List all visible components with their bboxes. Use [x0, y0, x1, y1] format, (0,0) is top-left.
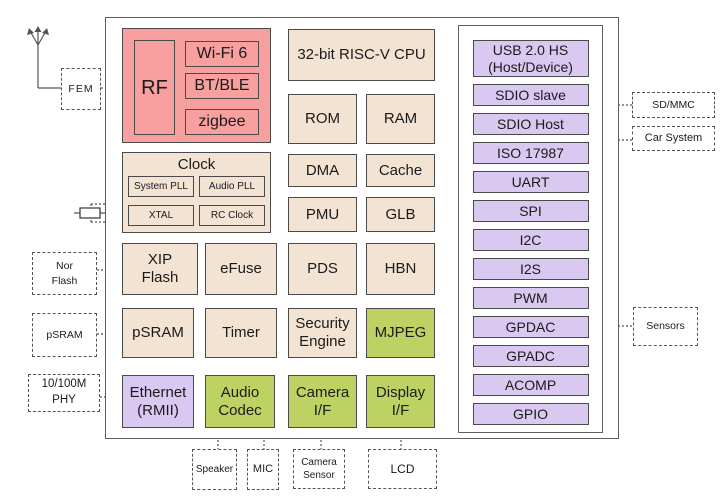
peripheral-i2s-block: I2S — [472, 258, 589, 280]
cache-block: Cache — [366, 154, 435, 187]
glb-block: GLB — [366, 197, 435, 232]
crystal-icon — [74, 203, 128, 223]
car-system-box: Car System — [632, 126, 715, 151]
xtal-block: XTAL — [128, 205, 194, 226]
sensors-box: Sensors — [633, 307, 698, 346]
peripheral-spi-block: SPI — [472, 200, 589, 222]
hbn-block: HBN — [366, 243, 435, 295]
peripheral-uart-block: UART — [472, 171, 589, 193]
fem-box: FEM — [61, 68, 101, 110]
peripheral-i2c-block: I2C — [472, 229, 589, 251]
efuse-block: eFuse — [205, 243, 277, 295]
dma-block: DMA — [288, 154, 357, 187]
peripheral-gpadc-block: GPADC — [472, 345, 589, 367]
wifi6-block: Wi-Fi 6 — [185, 41, 259, 67]
rf-block: RF — [134, 40, 175, 135]
peripheral-list: USB 2.0 HS (Host/Device) SDIO slave SDIO… — [458, 25, 603, 433]
zigbee-block: zigbee — [185, 109, 259, 135]
clock-title: Clock — [177, 156, 216, 173]
cpu-block: 32-bit RISC-V CPU — [288, 29, 435, 81]
speaker-box: Speaker — [192, 449, 237, 490]
peripheral-sdio-host-block: SDIO Host — [472, 113, 589, 135]
lcd-box: LCD — [368, 449, 437, 489]
rom-block: ROM — [288, 94, 357, 144]
display-if-block: Display I/F — [366, 375, 435, 428]
ethernet-phy-box: 10/100M PHY — [28, 374, 100, 412]
sd-mmc-box: SD/MMC — [632, 92, 715, 118]
audio-codec-block: Audio Codec — [205, 375, 275, 428]
peripheral-gpio-block: GPIO — [472, 403, 589, 425]
nor-flash-box: Nor Flash — [32, 252, 97, 295]
ram-block: RAM — [366, 94, 435, 144]
psram-block: pSRAM — [122, 308, 194, 358]
camera-sensor-box: Camera Sensor — [293, 449, 345, 489]
system-pll-block: System PLL — [128, 176, 194, 197]
audio-pll-block: Audio PLL — [199, 176, 265, 197]
peripheral-gpdac-block: GPDAC — [472, 316, 589, 338]
psram-ext-box: pSRAM — [32, 313, 97, 357]
peripheral-usb-block: USB 2.0 HS (Host/Device) — [472, 40, 589, 77]
camera-if-block: Camera I/F — [288, 375, 357, 428]
mjpeg-block: MJPEG — [366, 308, 435, 358]
antenna-icon — [27, 26, 61, 89]
rc-clock-block: RC Clock — [199, 205, 265, 226]
peripheral-pwm-block: PWM — [472, 287, 589, 309]
bt-ble-block: BT/BLE — [185, 73, 259, 99]
pmu-block: PMU — [288, 197, 357, 232]
peripheral-acomp-block: ACOMP — [472, 374, 589, 396]
pds-block: PDS — [288, 243, 357, 295]
peripheral-sdio-slave-block: SDIO slave — [472, 84, 589, 106]
security-engine-block: Security Engine — [288, 308, 357, 358]
ethernet-block: Ethernet (RMII) — [122, 375, 194, 428]
timer-block: Timer — [205, 308, 277, 358]
xip-flash-block: XIP Flash — [122, 243, 198, 295]
mic-box: MIC — [247, 449, 279, 490]
peripheral-iso17987-block: ISO 17987 — [472, 142, 589, 164]
